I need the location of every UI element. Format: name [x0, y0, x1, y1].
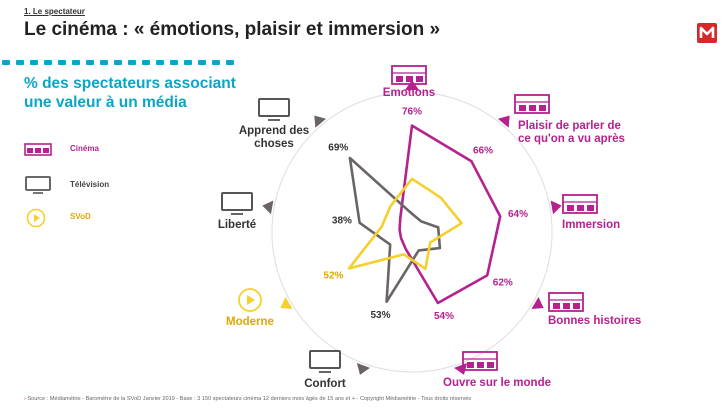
tv-icon	[258, 98, 290, 121]
cinema-seats-icon	[462, 351, 498, 371]
legend-item-television: Télévision	[24, 176, 144, 196]
breadcrumb: 1. Le spectateur	[24, 7, 85, 16]
divider-dot	[170, 60, 178, 65]
axis-arrow	[314, 115, 327, 128]
tv-icon	[309, 350, 341, 373]
value-label: 66%	[473, 146, 493, 157]
series-tlvision	[348, 156, 442, 304]
value-label: 52%	[323, 270, 343, 281]
divider-dot	[2, 60, 10, 65]
source-note: › Source : Médiamétrie - Baromètre de la…	[24, 396, 471, 402]
value-label: 69%	[328, 142, 348, 153]
cinema-seats-icon	[562, 194, 598, 214]
cinema-seats-icon	[24, 143, 52, 156]
value-label: 38%	[332, 215, 352, 226]
cinema-seats-icon	[391, 65, 427, 85]
axis-label: Ouvre sur le monde	[443, 377, 551, 389]
value-label: 53%	[370, 310, 390, 321]
cinema-seats-icon	[514, 94, 550, 114]
source-arrow-icon: ›	[24, 396, 26, 402]
axis-label: Emotions	[383, 87, 435, 99]
axis-label: Confort	[304, 378, 346, 390]
value-label: 64%	[508, 209, 528, 220]
cinema-seats-icon	[548, 292, 584, 312]
value-label: 54%	[434, 311, 454, 322]
legend-label-svod: SVoD	[70, 212, 91, 221]
axis-arrow	[531, 296, 544, 310]
axis-label: Moderne	[226, 316, 274, 328]
divider-dot	[142, 60, 150, 65]
value-label: 76%	[402, 107, 422, 118]
divider-dot	[184, 60, 192, 65]
axis-arrow	[497, 115, 510, 128]
divider-dot	[58, 60, 66, 65]
divider-dot	[86, 60, 94, 65]
chart-subtitle: % des spectateurs associant une valeur à…	[24, 75, 236, 111]
divider-dot	[156, 60, 164, 65]
mediametrie-logo	[697, 23, 717, 43]
axis-label: Liberté	[218, 219, 256, 231]
legend-item-svod: SVoD	[24, 208, 144, 228]
svod-play-icon	[238, 288, 262, 312]
axis-label: Bonnes histoires	[548, 315, 641, 327]
tv-icon	[221, 192, 253, 215]
divider-dot	[100, 60, 108, 65]
axis-label: Immersion	[562, 219, 620, 231]
dotted-divider	[2, 60, 234, 65]
radar-outer-circle	[271, 91, 553, 373]
tv-icon	[25, 176, 51, 194]
divider-dot	[198, 60, 206, 65]
value-label: 62%	[493, 277, 513, 288]
divider-dot	[114, 60, 122, 65]
series-cinma	[398, 124, 502, 305]
legend-item-cinema: Cinéma	[24, 140, 144, 160]
divider-dot	[226, 60, 234, 65]
source-text: Source : Médiamétrie - Baromètre de la S…	[27, 396, 472, 402]
divider-dot	[44, 60, 52, 65]
divider-dot	[212, 60, 220, 65]
axis-arrow	[356, 363, 371, 375]
page-title: Le cinéma : « émotions, plaisir et immer…	[24, 19, 441, 40]
axis-arrow	[550, 200, 562, 215]
divider-dot	[128, 60, 136, 65]
divider-dot	[16, 60, 24, 65]
divider-dot	[72, 60, 80, 65]
series-svod	[347, 177, 463, 271]
divider-dot	[30, 60, 38, 65]
axis-arrow	[262, 200, 274, 215]
legend-label-television: Télévision	[70, 180, 110, 189]
axis-arrow	[280, 296, 293, 310]
svod-play-icon	[26, 208, 46, 228]
axis-arrow	[405, 80, 419, 90]
legend-label-cinema: Cinéma	[70, 144, 99, 153]
